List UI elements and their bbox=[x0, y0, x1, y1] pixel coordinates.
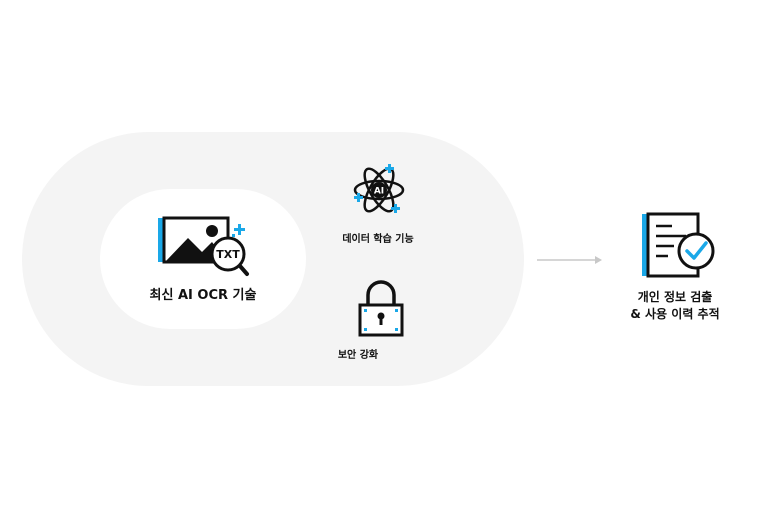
ocr-badge: TXT bbox=[216, 248, 240, 261]
output-label-line1: 개인 정보 검출 bbox=[637, 290, 713, 304]
ai-learning-label: 데이터 학습 기능 bbox=[342, 234, 414, 245]
security-label: 보안 강화 bbox=[337, 350, 379, 361]
ocr-label: 최신 AI OCR 기술 bbox=[149, 288, 257, 303]
ocr-image-magnifier-icon: TXT bbox=[158, 216, 249, 276]
output-label: 개인 정보 검출 & 사용 이력 추적 bbox=[580, 289, 770, 323]
output-label-line2: & 사용 이력 추적 bbox=[630, 307, 720, 321]
flow-arrow bbox=[537, 256, 602, 264]
ai-atom-icon: AI bbox=[353, 164, 405, 213]
padlock-icon bbox=[358, 280, 404, 337]
ai-badge: AI bbox=[374, 187, 384, 197]
document-check-icon bbox=[642, 212, 715, 278]
